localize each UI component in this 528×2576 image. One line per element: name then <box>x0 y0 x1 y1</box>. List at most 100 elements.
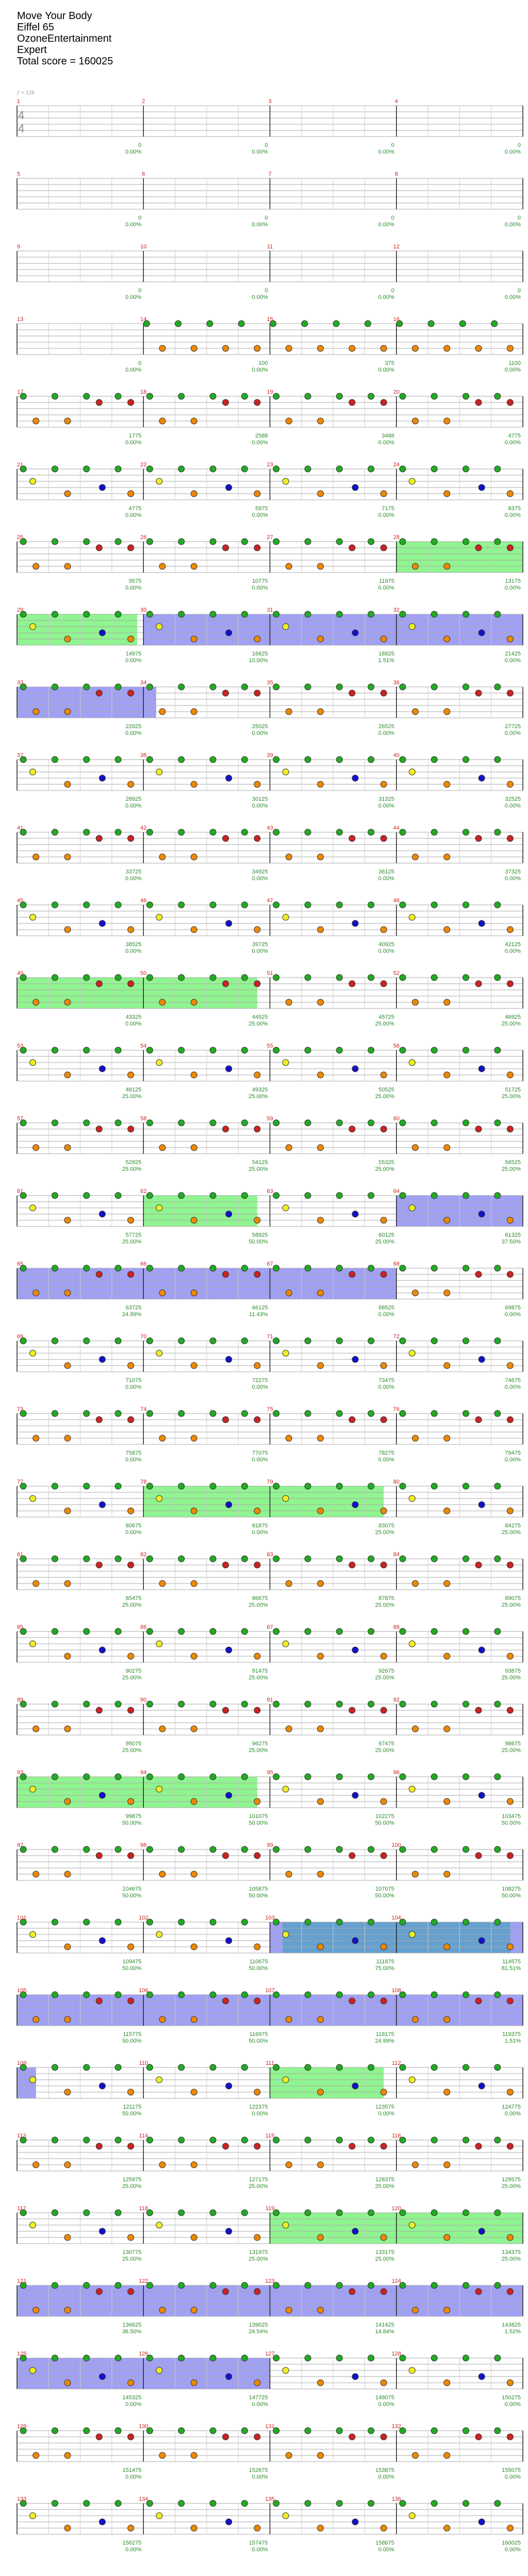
green-note <box>491 320 498 327</box>
green-note <box>51 974 58 981</box>
orange-note <box>190 2524 197 2532</box>
green-note <box>336 829 343 836</box>
measure-number: 101 <box>17 1915 26 1921</box>
green-note <box>368 1555 375 1562</box>
green-note <box>304 1701 311 1708</box>
orange-note <box>411 2016 419 2023</box>
green-note <box>431 683 438 691</box>
orange-note <box>285 2306 292 2314</box>
green-note <box>399 1628 406 1635</box>
orange-note <box>127 2379 135 2386</box>
measure-percent: 0.00% <box>125 1021 141 1027</box>
blue-note <box>478 1356 485 1363</box>
yellow-note <box>282 1059 289 1066</box>
red-note <box>127 1997 135 2005</box>
red-note <box>254 1997 261 2005</box>
measure-score: 93875 <box>505 1668 521 1674</box>
tempo-marker: ƒ = 128 <box>17 90 35 96</box>
measure-score: 97475 <box>378 1741 394 1747</box>
staff-row <box>16 611 523 646</box>
measure-number: 107 <box>265 1988 274 1994</box>
red-note <box>349 399 356 406</box>
orange-note <box>190 999 197 1006</box>
measure-number: 61 <box>17 1188 23 1194</box>
blue-note <box>352 1646 359 1654</box>
green-note <box>146 1119 153 1126</box>
red-note <box>95 2143 103 2150</box>
red-note <box>222 2433 229 2440</box>
measure-score: 0 <box>265 288 268 294</box>
green-note <box>463 829 470 836</box>
measure-score: 150275 <box>502 2395 521 2401</box>
red-note <box>95 689 103 697</box>
green-note <box>178 829 185 836</box>
measure-score: 99875 <box>126 1813 142 1820</box>
blue-note <box>225 775 233 782</box>
orange-note <box>506 781 514 788</box>
measure-number: 106 <box>139 1988 148 1994</box>
yellow-note <box>408 1495 416 1502</box>
measure-score: 79475 <box>505 1450 521 1456</box>
orange-note <box>285 1580 292 1587</box>
measure-number: 44 <box>393 825 400 831</box>
green-note <box>241 1337 248 1344</box>
red-note <box>254 2143 261 2150</box>
measure-score: 11975 <box>379 578 394 584</box>
blue-note <box>98 1356 106 1363</box>
orange-note <box>411 2452 419 2459</box>
green-note <box>304 611 311 618</box>
red-note <box>127 835 135 842</box>
orange-note <box>190 853 197 861</box>
green-note <box>333 320 340 327</box>
blue-note <box>225 1646 233 1654</box>
green-note <box>273 538 280 545</box>
measure-percent: 0.00% <box>252 2547 268 2553</box>
green-note <box>368 683 375 691</box>
green-note <box>273 756 280 763</box>
green-note <box>463 393 470 400</box>
green-note <box>83 1119 90 1126</box>
measure-percent: 50.00% <box>375 1820 394 1826</box>
measure-percent: 0.00% <box>125 440 141 446</box>
green-note <box>178 1628 185 1635</box>
measure-percent: 0.00% <box>378 367 394 373</box>
orange-note <box>254 2234 261 2241</box>
green-note <box>463 1119 470 1126</box>
orange-note <box>32 853 40 861</box>
measure-score: 0 <box>138 360 141 366</box>
orange-note <box>64 563 71 570</box>
star_power-section <box>270 2067 384 2098</box>
green-note <box>178 756 185 763</box>
green-note <box>304 756 311 763</box>
orange-note <box>317 2306 324 2314</box>
green-note <box>20 465 27 473</box>
measure-percent: 0.00% <box>252 803 268 809</box>
measure-percent: 50.00% <box>375 1893 394 1899</box>
green-note <box>146 2500 153 2507</box>
orange-note <box>32 708 40 715</box>
yellow-note <box>282 1495 289 1502</box>
orange-note <box>64 490 71 497</box>
measure-score: 123575 <box>375 2104 394 2110</box>
green-note <box>494 2427 501 2434</box>
green-note <box>209 829 217 836</box>
measure-percent: 25.00% <box>375 1021 394 1027</box>
green-note <box>178 1192 185 1199</box>
orange-note <box>32 999 40 1006</box>
yellow-note <box>156 2221 163 2229</box>
green-note <box>51 1846 58 1853</box>
green-note <box>146 901 153 908</box>
yellow-note <box>29 1350 37 1357</box>
orange-note <box>64 1144 71 1151</box>
measure-score: 34925 <box>252 869 268 875</box>
green-note <box>273 2209 280 2216</box>
green-note <box>241 1846 248 1853</box>
green-note <box>51 756 58 763</box>
green-note <box>114 1918 122 1926</box>
measure-score: 100 <box>258 360 268 366</box>
green-note <box>336 1555 343 1562</box>
red-note <box>222 1707 229 1714</box>
measure-percent: 25.00% <box>375 1239 394 1245</box>
orange-note <box>285 1435 292 1442</box>
green-note <box>238 320 245 327</box>
